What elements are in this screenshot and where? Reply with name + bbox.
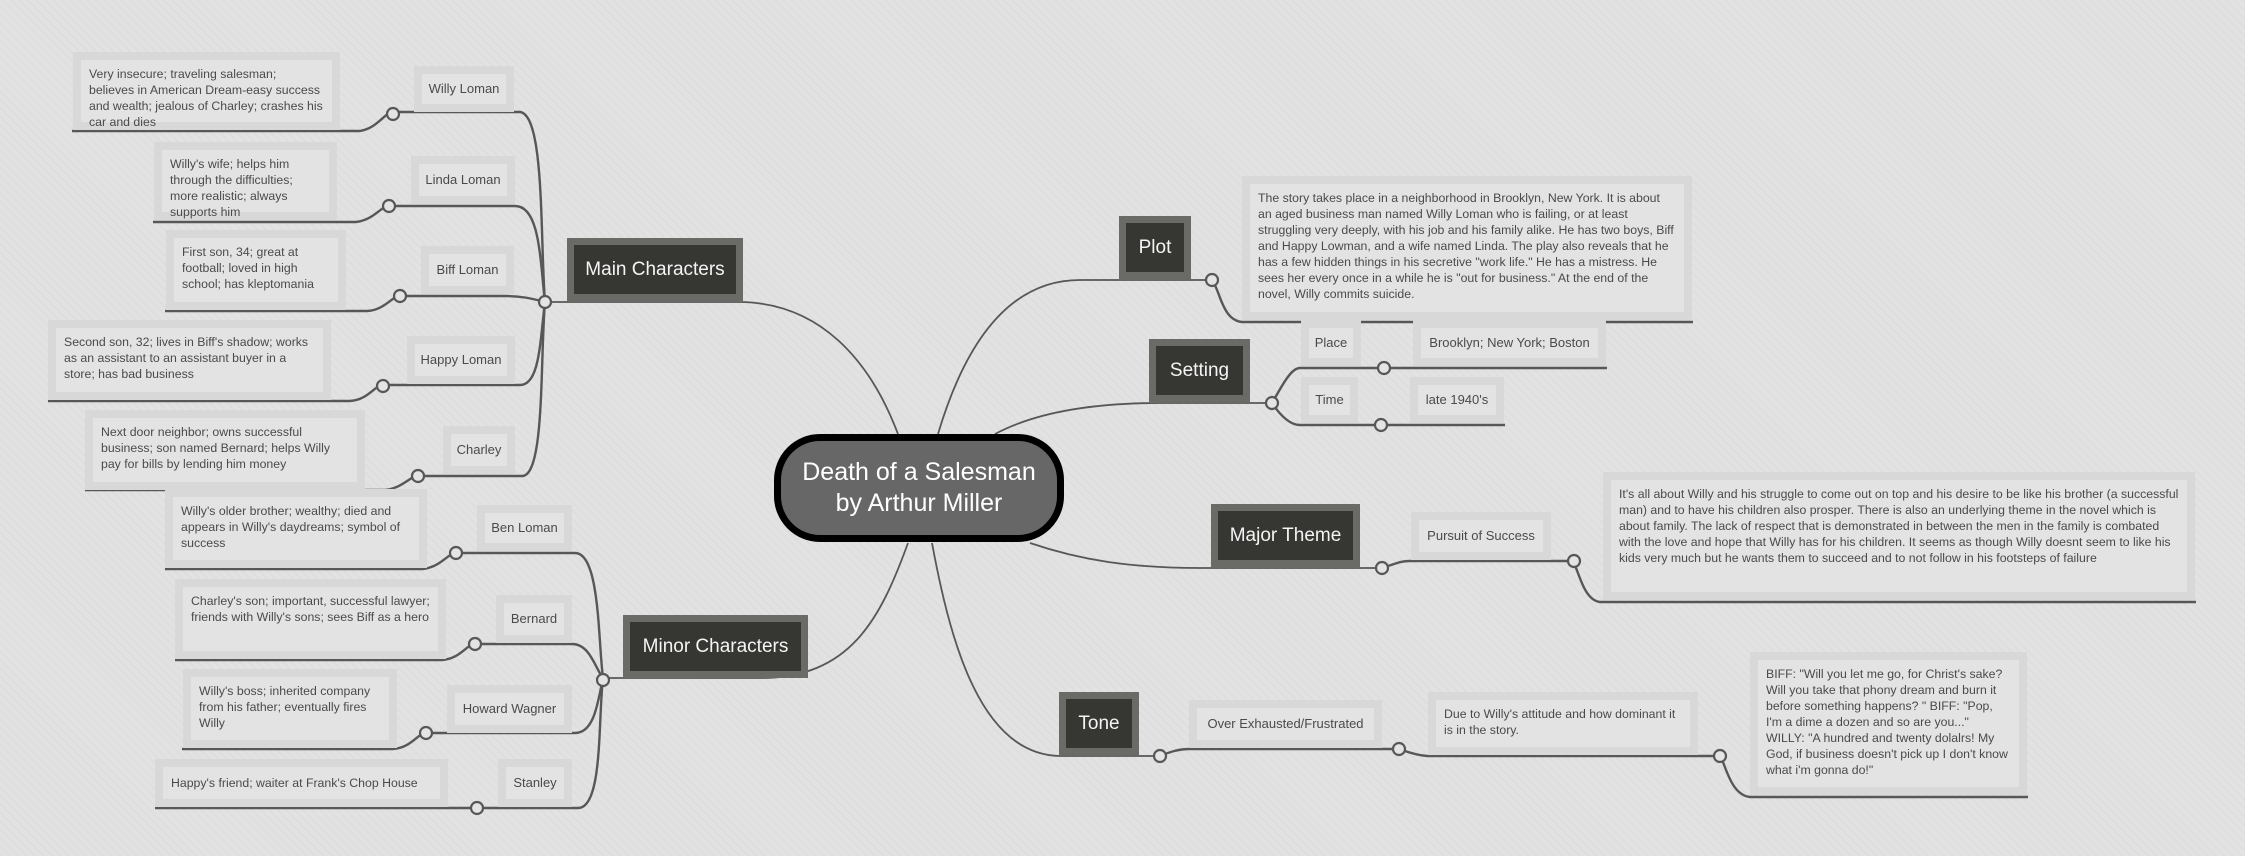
subtopic-charley[interactable]: Charley [443,426,515,474]
subtopic-label: Happy Loman [415,344,507,376]
note-text: Charley's son; important, successful law… [183,587,438,651]
topic-plot[interactable]: Plot [1119,216,1191,279]
note-linda-loman[interactable]: Willy's wife; helps him through the diff… [154,142,337,220]
note-plot[interactable]: The story takes place in a neighborhood … [1242,176,1692,320]
value-place[interactable]: Brooklyn; New York; Boston [1413,320,1606,366]
subtopic-over-exhausted[interactable]: Over Exhausted/Frustrated [1189,700,1382,748]
topic-label: Tone [1066,699,1132,748]
subtopic-label: Pursuit of Success [1419,520,1543,552]
topic-label: Major Theme [1218,511,1353,560]
note-text: Next door neighbor; owns successful busi… [93,418,357,482]
note-major-theme[interactable]: It's all about Willy and his struggle to… [1603,472,2195,600]
note-willy-loman[interactable]: Very insecure; traveling salesman; belie… [73,52,340,130]
subtopic-ben-loman[interactable]: Ben Loman [477,505,572,551]
subtopic-label: Over Exhausted/Frustrated [1197,708,1374,740]
note-text: Due to Willy's attitude and how dominant… [1436,700,1690,747]
subtopic-howard-wagner[interactable]: Howard Wagner [447,685,572,733]
subtopic-time[interactable]: Time [1301,377,1358,423]
topic-setting[interactable]: Setting [1149,339,1250,402]
central-author: by Arthur Miller [835,489,1003,517]
note-text: Willy's wife; helps him through the diff… [162,150,329,219]
note-ben-loman[interactable]: Willy's older brother; wealthy; died and… [165,489,427,568]
subtopic-label: Brooklyn; New York; Boston [1421,328,1598,358]
subtopic-pursuit-of-success[interactable]: Pursuit of Success [1411,512,1551,560]
subtopic-label: Howard Wagner [455,693,564,725]
note-charley[interactable]: Next door neighbor; owns successful busi… [85,410,365,490]
note-howard-wagner[interactable]: Willy's boss; inherited company from his… [183,669,397,748]
topic-tone[interactable]: Tone [1059,692,1139,755]
subtopic-willy-loman[interactable]: Willy Loman [414,66,514,112]
topic-major-theme[interactable]: Major Theme [1211,504,1360,567]
note-biff-loman[interactable]: First son, 34; great at football; loved … [166,230,346,310]
subtopic-label: Place [1309,328,1353,358]
topic-minor-characters[interactable]: Minor Characters [623,615,808,678]
subtopic-label: Biff Loman [429,254,506,286]
topic-label: Plot [1126,223,1184,272]
topic-label: Setting [1156,346,1243,395]
note-bernard[interactable]: Charley's son; important, successful law… [175,579,446,659]
subtopic-label: Stanley [506,767,564,799]
subtopic-bernard[interactable]: Bernard [496,595,572,643]
subtopic-label: late 1940's [1418,385,1496,415]
subtopic-label: Time [1309,385,1350,415]
note-stanley[interactable]: Happy's friend; waiter at Frank's Chop H… [155,759,448,807]
note-text: The story takes place in a neighborhood … [1250,184,1684,312]
subtopic-happy-loman[interactable]: Happy Loman [407,336,515,384]
subtopic-label: Charley [451,434,507,466]
note-text: Happy's friend; waiter at Frank's Chop H… [163,767,440,799]
subtopic-biff-loman[interactable]: Biff Loman [421,246,514,294]
note-text: BIFF: "Will you let me go, for Christ's … [1758,660,2019,787]
topic-label: Main Characters [574,245,736,294]
subtopic-linda-loman[interactable]: Linda Loman [411,156,515,204]
subtopic-label: Linda Loman [419,164,507,196]
subtopic-label: Ben Loman [485,513,564,543]
note-text: It's all about Willy and his struggle to… [1611,480,2187,592]
central-title: Death of a Salesman [802,458,1036,486]
subtopic-place[interactable]: Place [1301,320,1361,366]
note-tone-reason[interactable]: Due to Willy's attitude and how dominant… [1428,692,1698,755]
note-text: Willy's older brother; wealthy; died and… [173,497,419,560]
note-text: First son, 34; great at football; loved … [174,238,338,302]
note-text: Very insecure; traveling salesman; belie… [81,60,332,129]
topic-label: Minor Characters [630,622,801,671]
note-text: Willy's boss; inherited company from his… [191,677,389,740]
subtopic-label: Willy Loman [422,74,506,104]
note-text: Second son, 32; lives in Biff's shadow; … [56,328,323,392]
note-tone-quote[interactable]: BIFF: "Will you let me go, for Christ's … [1750,652,2027,795]
topic-main-characters[interactable]: Main Characters [567,238,743,301]
subtopic-label: Bernard [504,603,564,635]
central-topic[interactable]: Death of a Salesman by Arthur Miller [774,434,1064,542]
value-time[interactable]: late 1940's [1410,377,1504,423]
subtopic-stanley[interactable]: Stanley [498,759,572,807]
note-happy-loman[interactable]: Second son, 32; lives in Biff's shadow; … [48,320,331,400]
